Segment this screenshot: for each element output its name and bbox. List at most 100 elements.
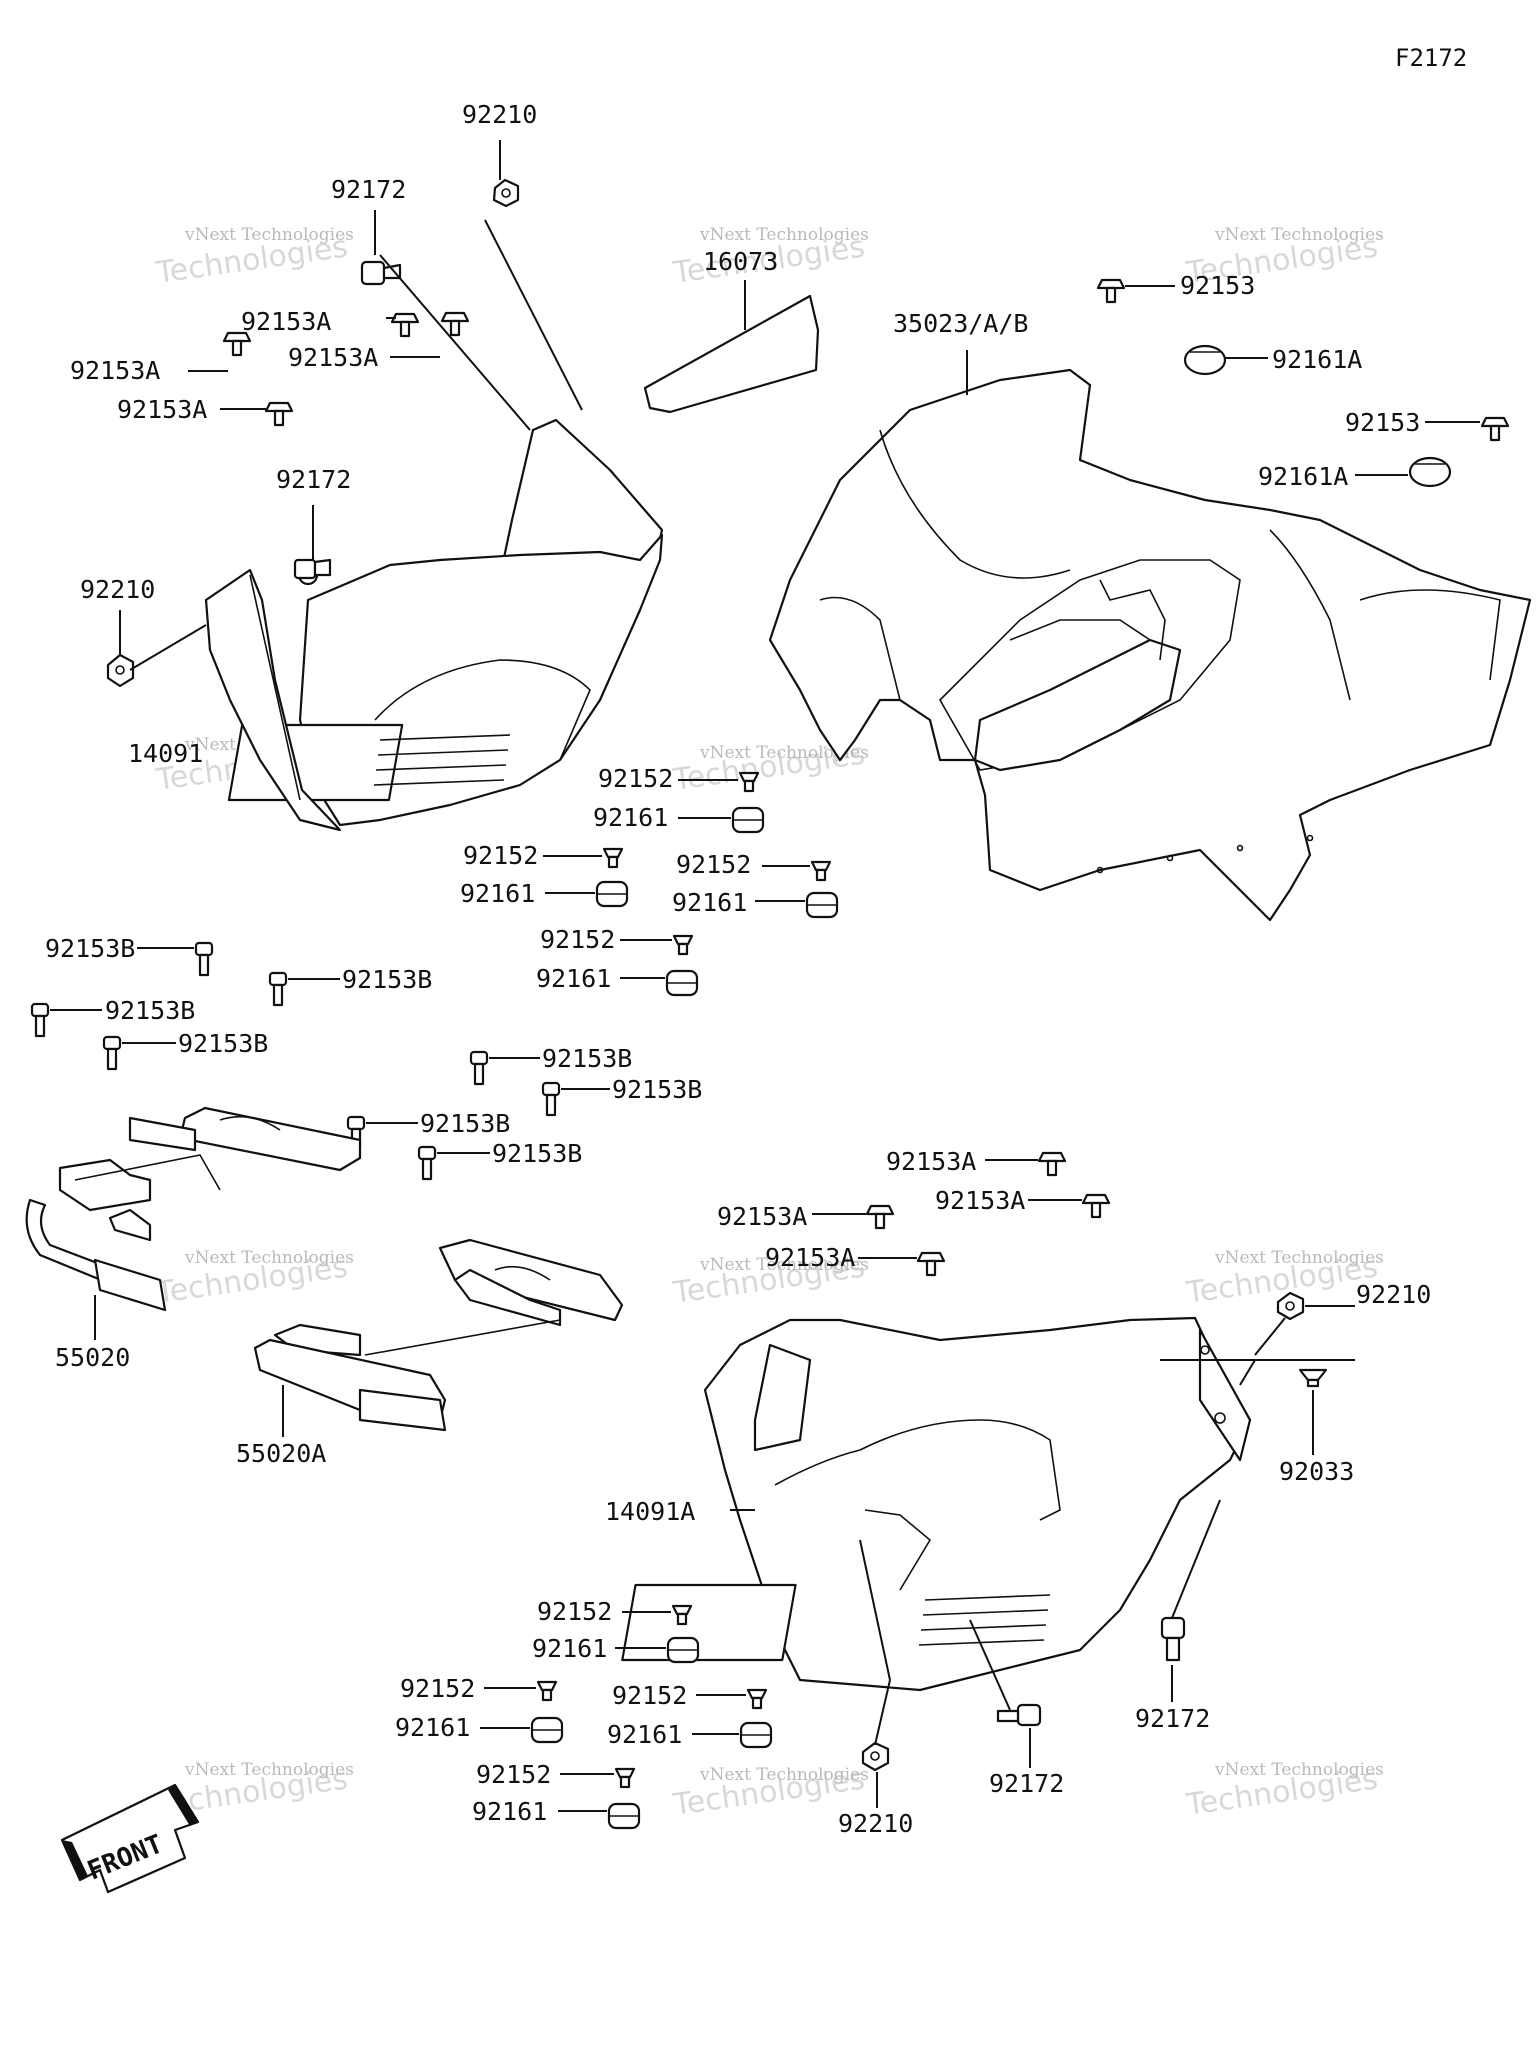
label-35023: 35023/A/B [893, 309, 1028, 338]
label-92153B: 92153B [178, 1029, 268, 1058]
svg-text:vNext Technologies: vNext Technologies [699, 1255, 869, 1275]
screw-icon [264, 401, 294, 427]
label-92152: 92152 [537, 1597, 612, 1626]
svg-text:vNext Technologies: vNext Technologies [1214, 1760, 1384, 1780]
label-92153: 92153 [1345, 408, 1420, 437]
bolt-icon [102, 1035, 122, 1071]
screw-icon [672, 934, 694, 956]
label-92152: 92152 [476, 1760, 551, 1789]
grommet-icon [530, 1716, 564, 1744]
label-92153A: 92153A [288, 343, 378, 372]
label-92152: 92152 [676, 850, 751, 879]
label-92152: 92152 [463, 841, 538, 870]
front-direction-arrow: FRONT [60, 1783, 200, 1894]
label-92161: 92161 [532, 1634, 607, 1663]
svg-text:vNext Technologies: vNext Technologies [699, 225, 869, 245]
label-92153B: 92153B [105, 996, 195, 1025]
screw-icon [1037, 1151, 1067, 1177]
svg-text:vNext Technologies: vNext Technologies [184, 225, 354, 245]
label-14091: 14091 [128, 739, 203, 768]
labels-top-left: 92210 92172 92153A 92153A 92153A 92153A … [70, 100, 537, 768]
label-92172: 92172 [989, 1769, 1064, 1798]
label-92153A: 92153A [935, 1186, 1025, 1215]
screw-icon [865, 1204, 895, 1230]
screw-icon [390, 312, 420, 338]
label-92153A: 92153A [717, 1202, 807, 1231]
label-92152: 92152 [540, 925, 615, 954]
label-92033: 92033 [1279, 1457, 1354, 1486]
screw-icon [746, 1688, 768, 1710]
trim-strip-16073: 16073 [643, 247, 820, 414]
bolt-icon [293, 558, 332, 580]
svg-text:vNext Technologies: vNext Technologies [184, 1248, 354, 1268]
bolt-icon [194, 941, 214, 977]
front-right-fender-14091A [621, 1316, 1252, 1692]
label-92153B: 92153B [45, 934, 135, 963]
labels-top-right: 35023/A/B 92153 92161A 92153 92161A [893, 271, 1420, 491]
label-92210: 92210 [838, 1809, 913, 1838]
screw-icon [1480, 416, 1510, 442]
label-92161: 92161 [593, 803, 668, 832]
bolt-icon [469, 1050, 489, 1086]
label-92153B: 92153B [420, 1109, 510, 1138]
label-92153B: 92153B [492, 1139, 582, 1168]
nut-icon [1276, 1291, 1305, 1321]
label-92161A: 92161A [1272, 345, 1362, 374]
label-92153A: 92153A [117, 395, 207, 424]
label-92153A: 92153A [70, 356, 160, 385]
bolt-icon [268, 971, 288, 1007]
bolt-icon [417, 1145, 437, 1181]
label-92210: 92210 [462, 100, 537, 129]
svg-text:vNext Technologies: vNext Technologies [699, 743, 869, 763]
label-92153A: 92153A [765, 1243, 855, 1272]
svg-text:vNext Technologies: vNext Technologies [1214, 1248, 1384, 1268]
fasteners-bottom-right [730, 1151, 1355, 1511]
label-16073: 16073 [703, 247, 778, 276]
watermark: Technologies vNext Technologies [153, 1248, 354, 1311]
label-92161: 92161 [472, 1797, 547, 1826]
svg-text:vNext Technologies: vNext Technologies [699, 1765, 869, 1785]
nut-icon [861, 1741, 890, 1772]
label-92153B: 92153B [612, 1075, 702, 1104]
label-92153B: 92153B [342, 965, 432, 994]
svg-text:vNext Technologies: vNext Technologies [1214, 225, 1384, 245]
label-92161A: 92161A [1258, 462, 1348, 491]
grommet-icon [739, 1721, 773, 1749]
rivet-icon [1298, 1368, 1328, 1388]
grommet-icon [1408, 456, 1452, 488]
label-92153: 92153 [1180, 271, 1255, 300]
label-92172: 92172 [1135, 1704, 1210, 1733]
fasteners-top-right [966, 278, 1510, 488]
labels-bottom-mounts: 92152 92161 92152 92161 92152 92161 9215… [395, 1597, 1210, 1838]
footrest-55020A: 55020A [236, 1238, 624, 1468]
bolt-icon [996, 1703, 1042, 1727]
grommet-icon [1183, 344, 1227, 376]
screw-icon [222, 331, 252, 357]
grommet-icon [607, 1802, 641, 1830]
screw-icon [671, 1604, 693, 1626]
label-92172: 92172 [276, 465, 351, 494]
bolts-92153B [30, 941, 610, 1181]
label-92161: 92161 [460, 879, 535, 908]
label-92210: 92210 [1356, 1280, 1431, 1309]
watermark: Technologies vNext Technologies [1183, 1760, 1384, 1823]
mounts-bottom [480, 1499, 1221, 1830]
fasteners-top-left [106, 178, 520, 688]
label-92161: 92161 [536, 964, 611, 993]
screw-icon [1096, 278, 1126, 304]
label-92153A: 92153A [886, 1147, 976, 1176]
bolt-icon [1160, 1616, 1186, 1662]
bolt-icon [30, 1002, 50, 1038]
label-92153B: 92153B [542, 1044, 632, 1073]
screw-icon [602, 847, 624, 869]
grommet-icon [731, 806, 765, 834]
labels-92153B: 92153B 92153B 92153B 92153B 92153B 92153… [45, 934, 702, 1168]
labels-middle-mounts: 92152 92161 92152 92161 92152 92161 9215… [460, 764, 751, 993]
mounts-middle [543, 771, 839, 997]
label-92161: 92161 [607, 1720, 682, 1749]
label-92172: 92172 [331, 175, 406, 204]
screw-icon [536, 1680, 558, 1702]
label-92161: 92161 [395, 1713, 470, 1742]
label-92152: 92152 [598, 764, 673, 793]
